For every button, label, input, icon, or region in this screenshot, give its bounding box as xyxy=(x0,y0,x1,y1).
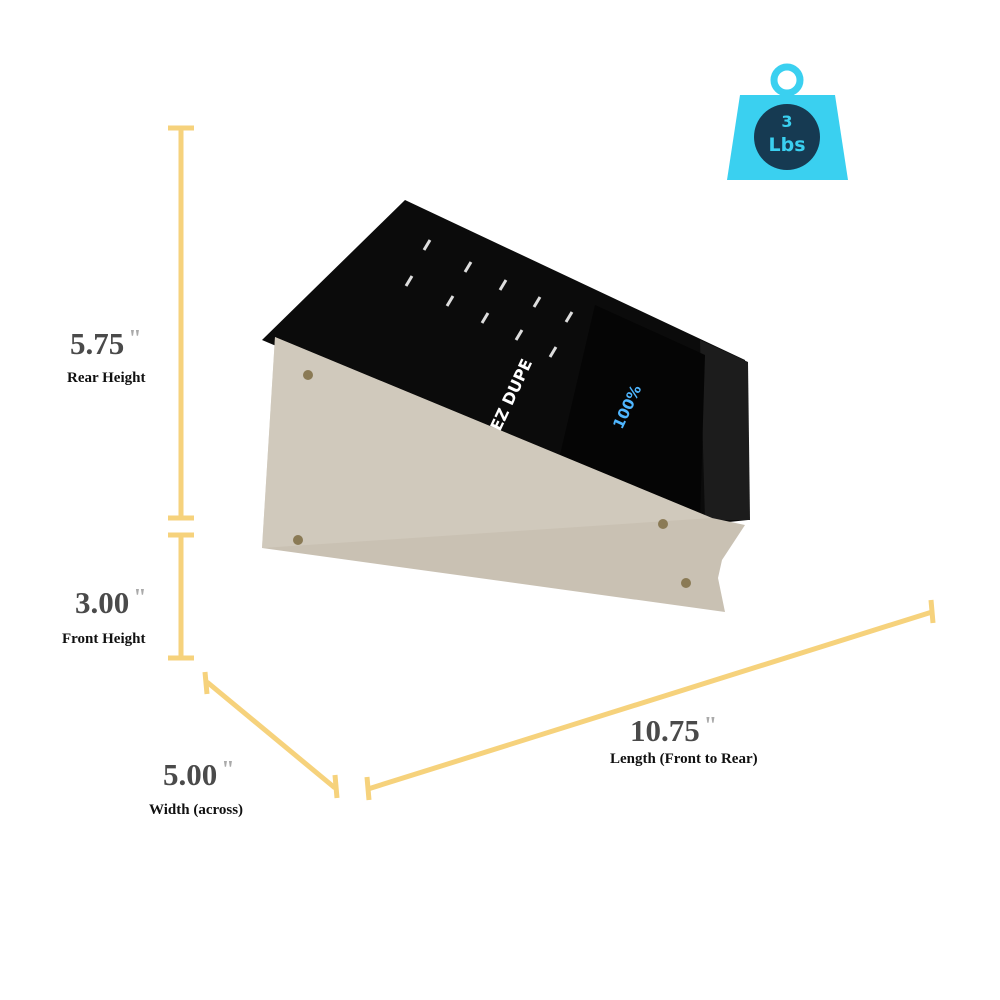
width-line xyxy=(205,680,337,790)
length-line xyxy=(367,609,933,792)
rear-height-label: Rear Height xyxy=(67,370,146,386)
front-height-label: Front Height xyxy=(62,631,146,647)
weight-icon: 3 Lbs xyxy=(727,63,848,180)
dimension-lines xyxy=(168,125,936,801)
length-label: Length (Front to Rear) xyxy=(610,751,758,767)
weight-value: 3 xyxy=(781,112,792,131)
front-height-value: 3.00" xyxy=(75,585,147,620)
usb-duplicator-device: EZ DUPE 100% xyxy=(262,200,750,612)
rear-height-value: 5.75" xyxy=(70,326,142,361)
length-value: 10.75" xyxy=(630,713,718,748)
weight-unit: Lbs xyxy=(768,134,805,156)
width-label: Width (across) xyxy=(149,802,244,818)
width-value: 5.00" xyxy=(163,757,235,792)
